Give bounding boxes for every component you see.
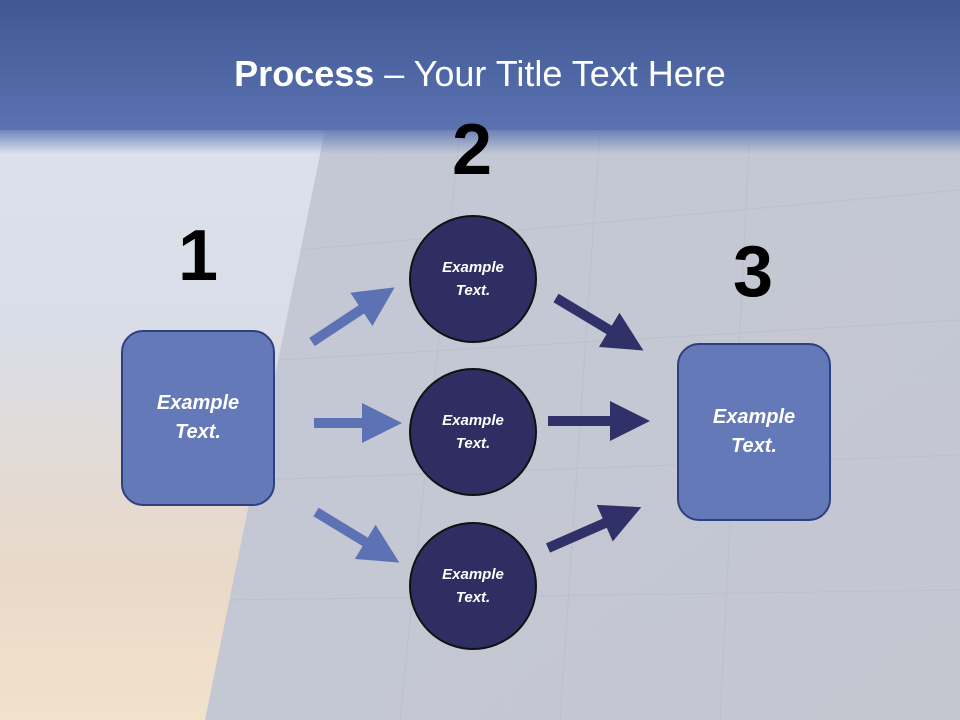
step-number-1: 1 [177,216,219,296]
arrow-1-to-bottom [313,507,400,563]
step-1-line-2: Text. [175,421,221,443]
step-3-line-1: Example [712,406,796,428]
step-number-2: 2 [451,110,493,190]
arrow-top-to-3 [553,293,644,351]
circle-bottom-line-2: Text. [455,589,491,606]
circle-top-line-1: Example [442,259,504,276]
title-rest: – Your Title Text Here [374,53,726,94]
step-3-line-2: Text. [731,435,777,457]
arrow-bottom-to-3 [545,504,642,553]
step-1-line-1: Example [156,392,240,414]
step-number-3: 3 [732,232,774,312]
title-bold: Process [234,53,375,94]
page-title: Process – Your Title Text Here [0,52,960,96]
circle-top-line-2: Text. [455,282,491,299]
circle-middle-line-2: Text. [455,435,491,452]
circle-middle-line-1: Example [442,412,504,429]
arrow-1-to-top [309,287,395,347]
circle-bottom-line-1: Example [442,566,504,583]
